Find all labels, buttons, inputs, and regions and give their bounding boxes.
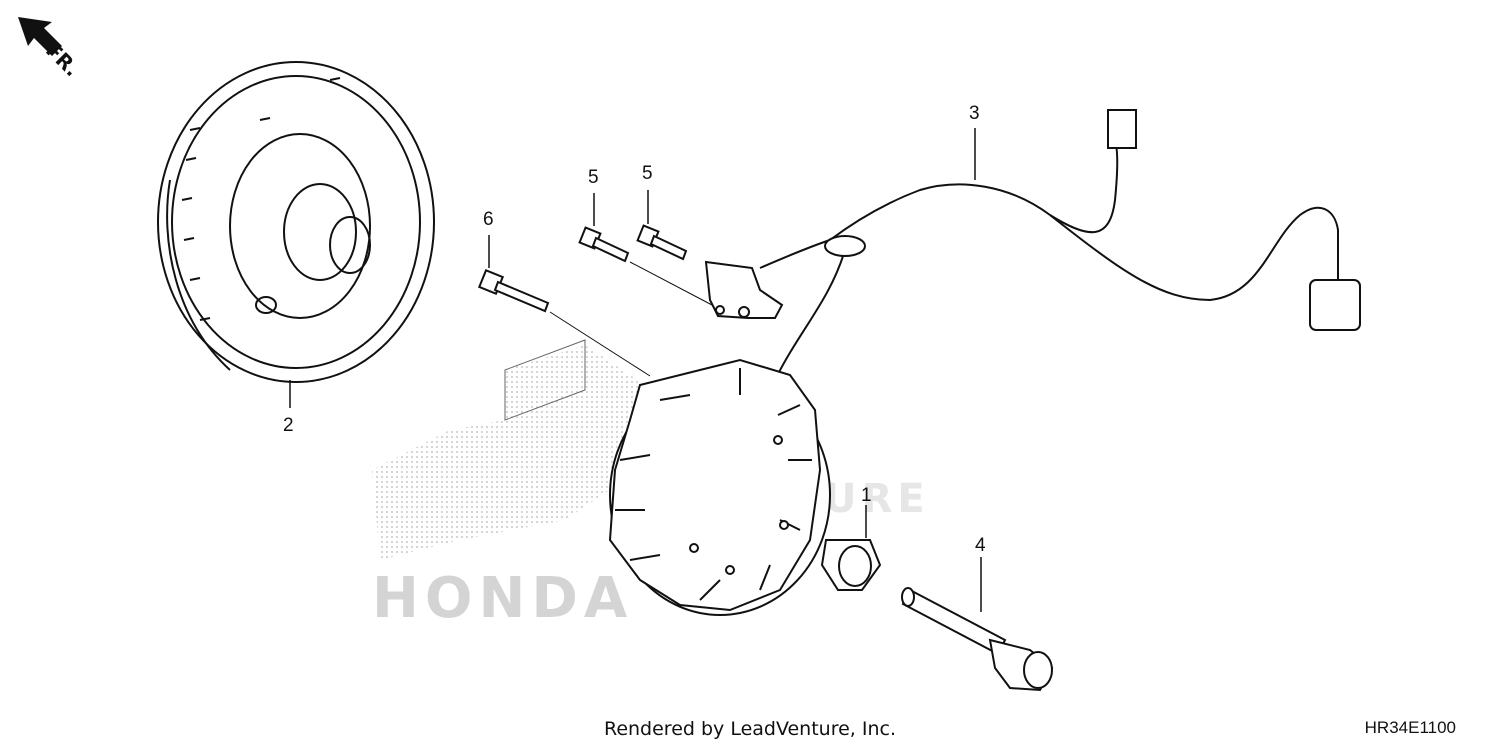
- callout-5b[interactable]: 5: [642, 163, 653, 184]
- bolt-5b-part[interactable]: [636, 224, 688, 261]
- callout-2[interactable]: 2: [283, 415, 294, 436]
- watermark-wing-logo: [372, 339, 660, 560]
- callout-5a[interactable]: 5: [588, 167, 599, 188]
- diagram-code: HR34E1100: [1364, 718, 1456, 737]
- bolt-6-part[interactable]: [477, 268, 550, 313]
- flywheel-part[interactable]: [157, 61, 435, 383]
- leader-line-5c: [629, 261, 713, 306]
- callout-3[interactable]: 3: [969, 103, 980, 124]
- flange-bolt-part[interactable]: [901, 587, 1054, 692]
- front-direction-arrow-icon: [18, 17, 62, 56]
- bolt-5a-part[interactable]: [578, 226, 630, 263]
- rendered-by-footer: Rendered by LeadVenture, Inc.: [603, 718, 897, 740]
- callout-6[interactable]: 6: [483, 209, 494, 230]
- wire-harness-part[interactable]: [759, 109, 1361, 379]
- watermark-honda: HONDA: [372, 566, 634, 631]
- stator-part[interactable]: [608, 358, 831, 616]
- leader-line-6b: [549, 311, 651, 377]
- callout-1[interactable]: 1: [861, 485, 872, 506]
- grommet-part[interactable]: [820, 539, 882, 591]
- callout-4[interactable]: 4: [975, 535, 986, 556]
- pulse-generator-bracket[interactable]: [704, 260, 784, 319]
